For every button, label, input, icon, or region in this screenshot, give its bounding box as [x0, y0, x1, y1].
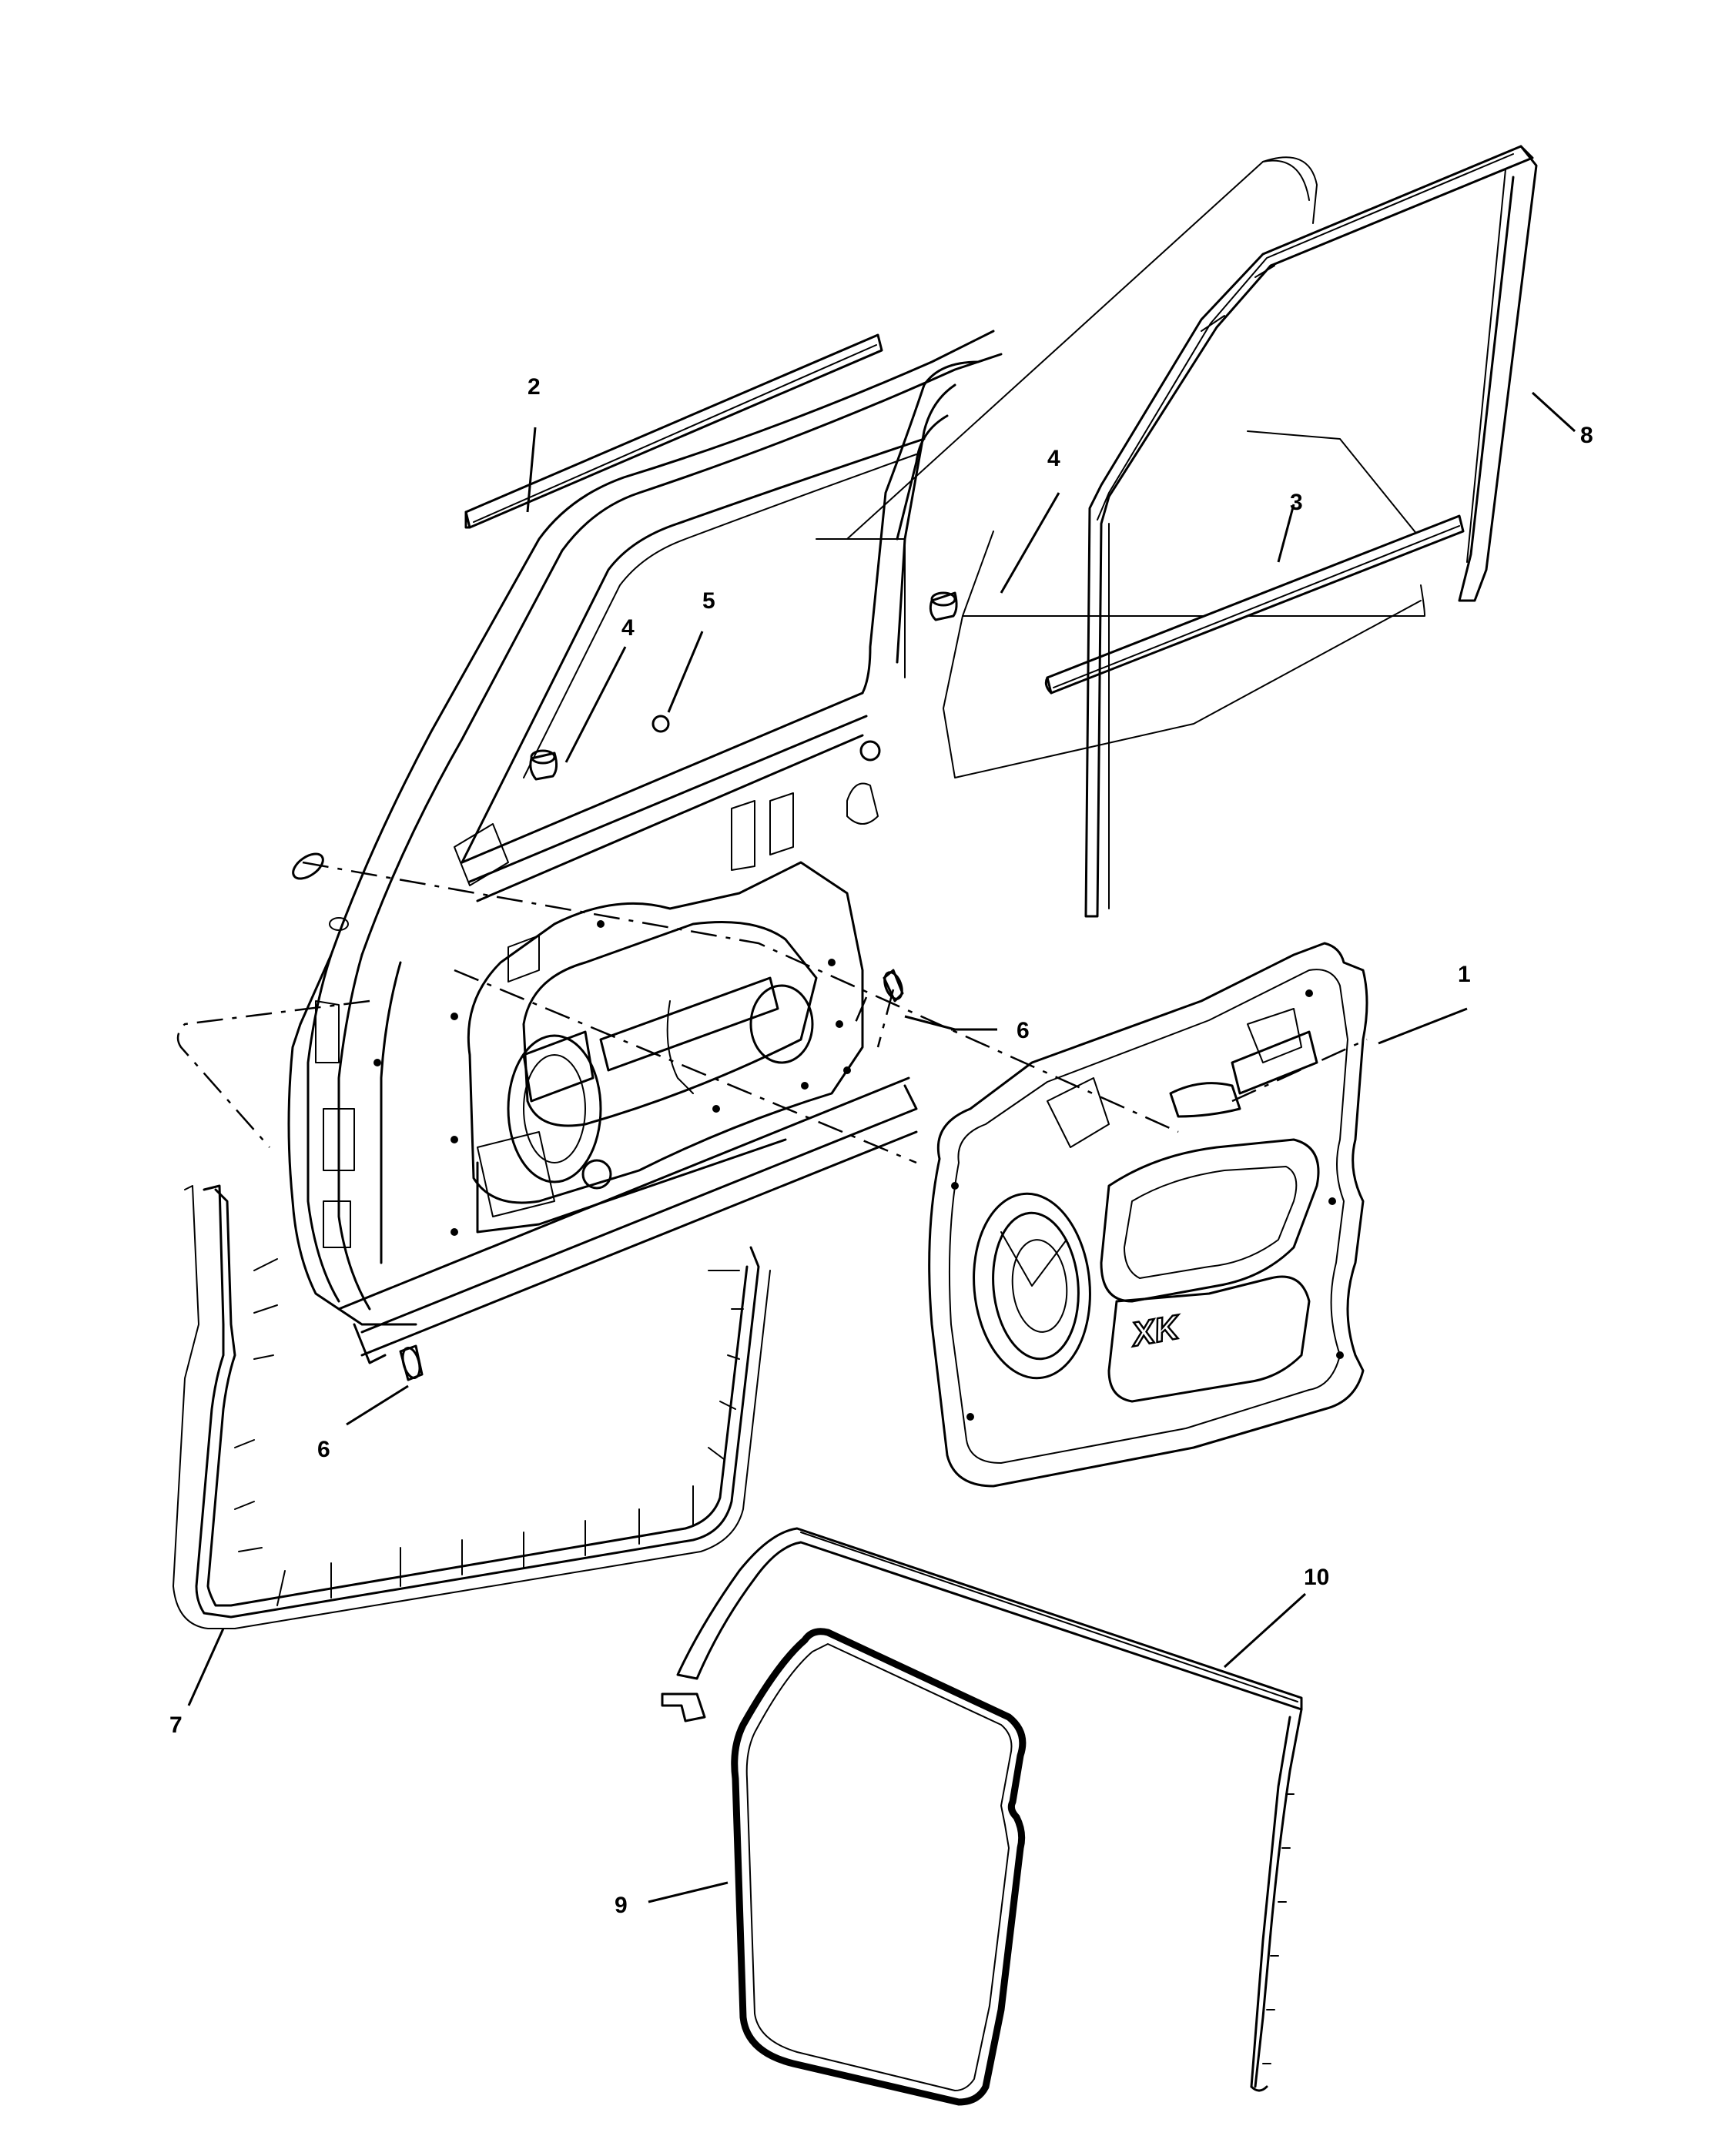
door-opening-weatherstrip — [172, 1184, 771, 1629]
hinge-pin-cap-upper — [883, 969, 904, 1003]
door-trim-panel: XK — [928, 942, 1368, 1488]
callouts: 1 2 3 4 4 5 6 6 7 8 9 10 — [169, 374, 1593, 1918]
callout-4b: 4 — [621, 615, 635, 641]
callout-8: 8 — [1580, 423, 1593, 448]
weatherstrip-clips — [234, 1258, 744, 1606]
callout-3: 3 — [1290, 490, 1303, 515]
door-bumper-upper — [929, 591, 958, 621]
door-frame-weatherstrip — [661, 1527, 1303, 2092]
callout-9: 9 — [615, 1893, 628, 1918]
callout-10: 10 — [1304, 1565, 1329, 1590]
door-shell — [287, 330, 1003, 1364]
door-bumper-lower — [529, 749, 558, 781]
callout-6a: 6 — [1017, 1018, 1030, 1043]
plug — [651, 715, 670, 733]
callout-4a: 4 — [1047, 446, 1060, 471]
window-glass — [816, 156, 1425, 778]
callout-7: 7 — [169, 1712, 183, 1738]
callout-1: 1 — [1458, 962, 1471, 987]
callout-6b: 6 — [317, 1437, 330, 1462]
door-seal-loop — [731, 1628, 1027, 2106]
callout-5: 5 — [702, 588, 715, 614]
outer-belt-weatherstrip — [464, 333, 883, 529]
callout-2: 2 — [528, 374, 541, 400]
phantom-lines — [176, 861, 1368, 1164]
inner-belt-weatherstrip — [1044, 514, 1465, 695]
callout-leaders — [187, 391, 1576, 1903]
hinge-pin-cap-lower — [399, 1344, 424, 1381]
glass-run-channel — [1084, 145, 1538, 918]
